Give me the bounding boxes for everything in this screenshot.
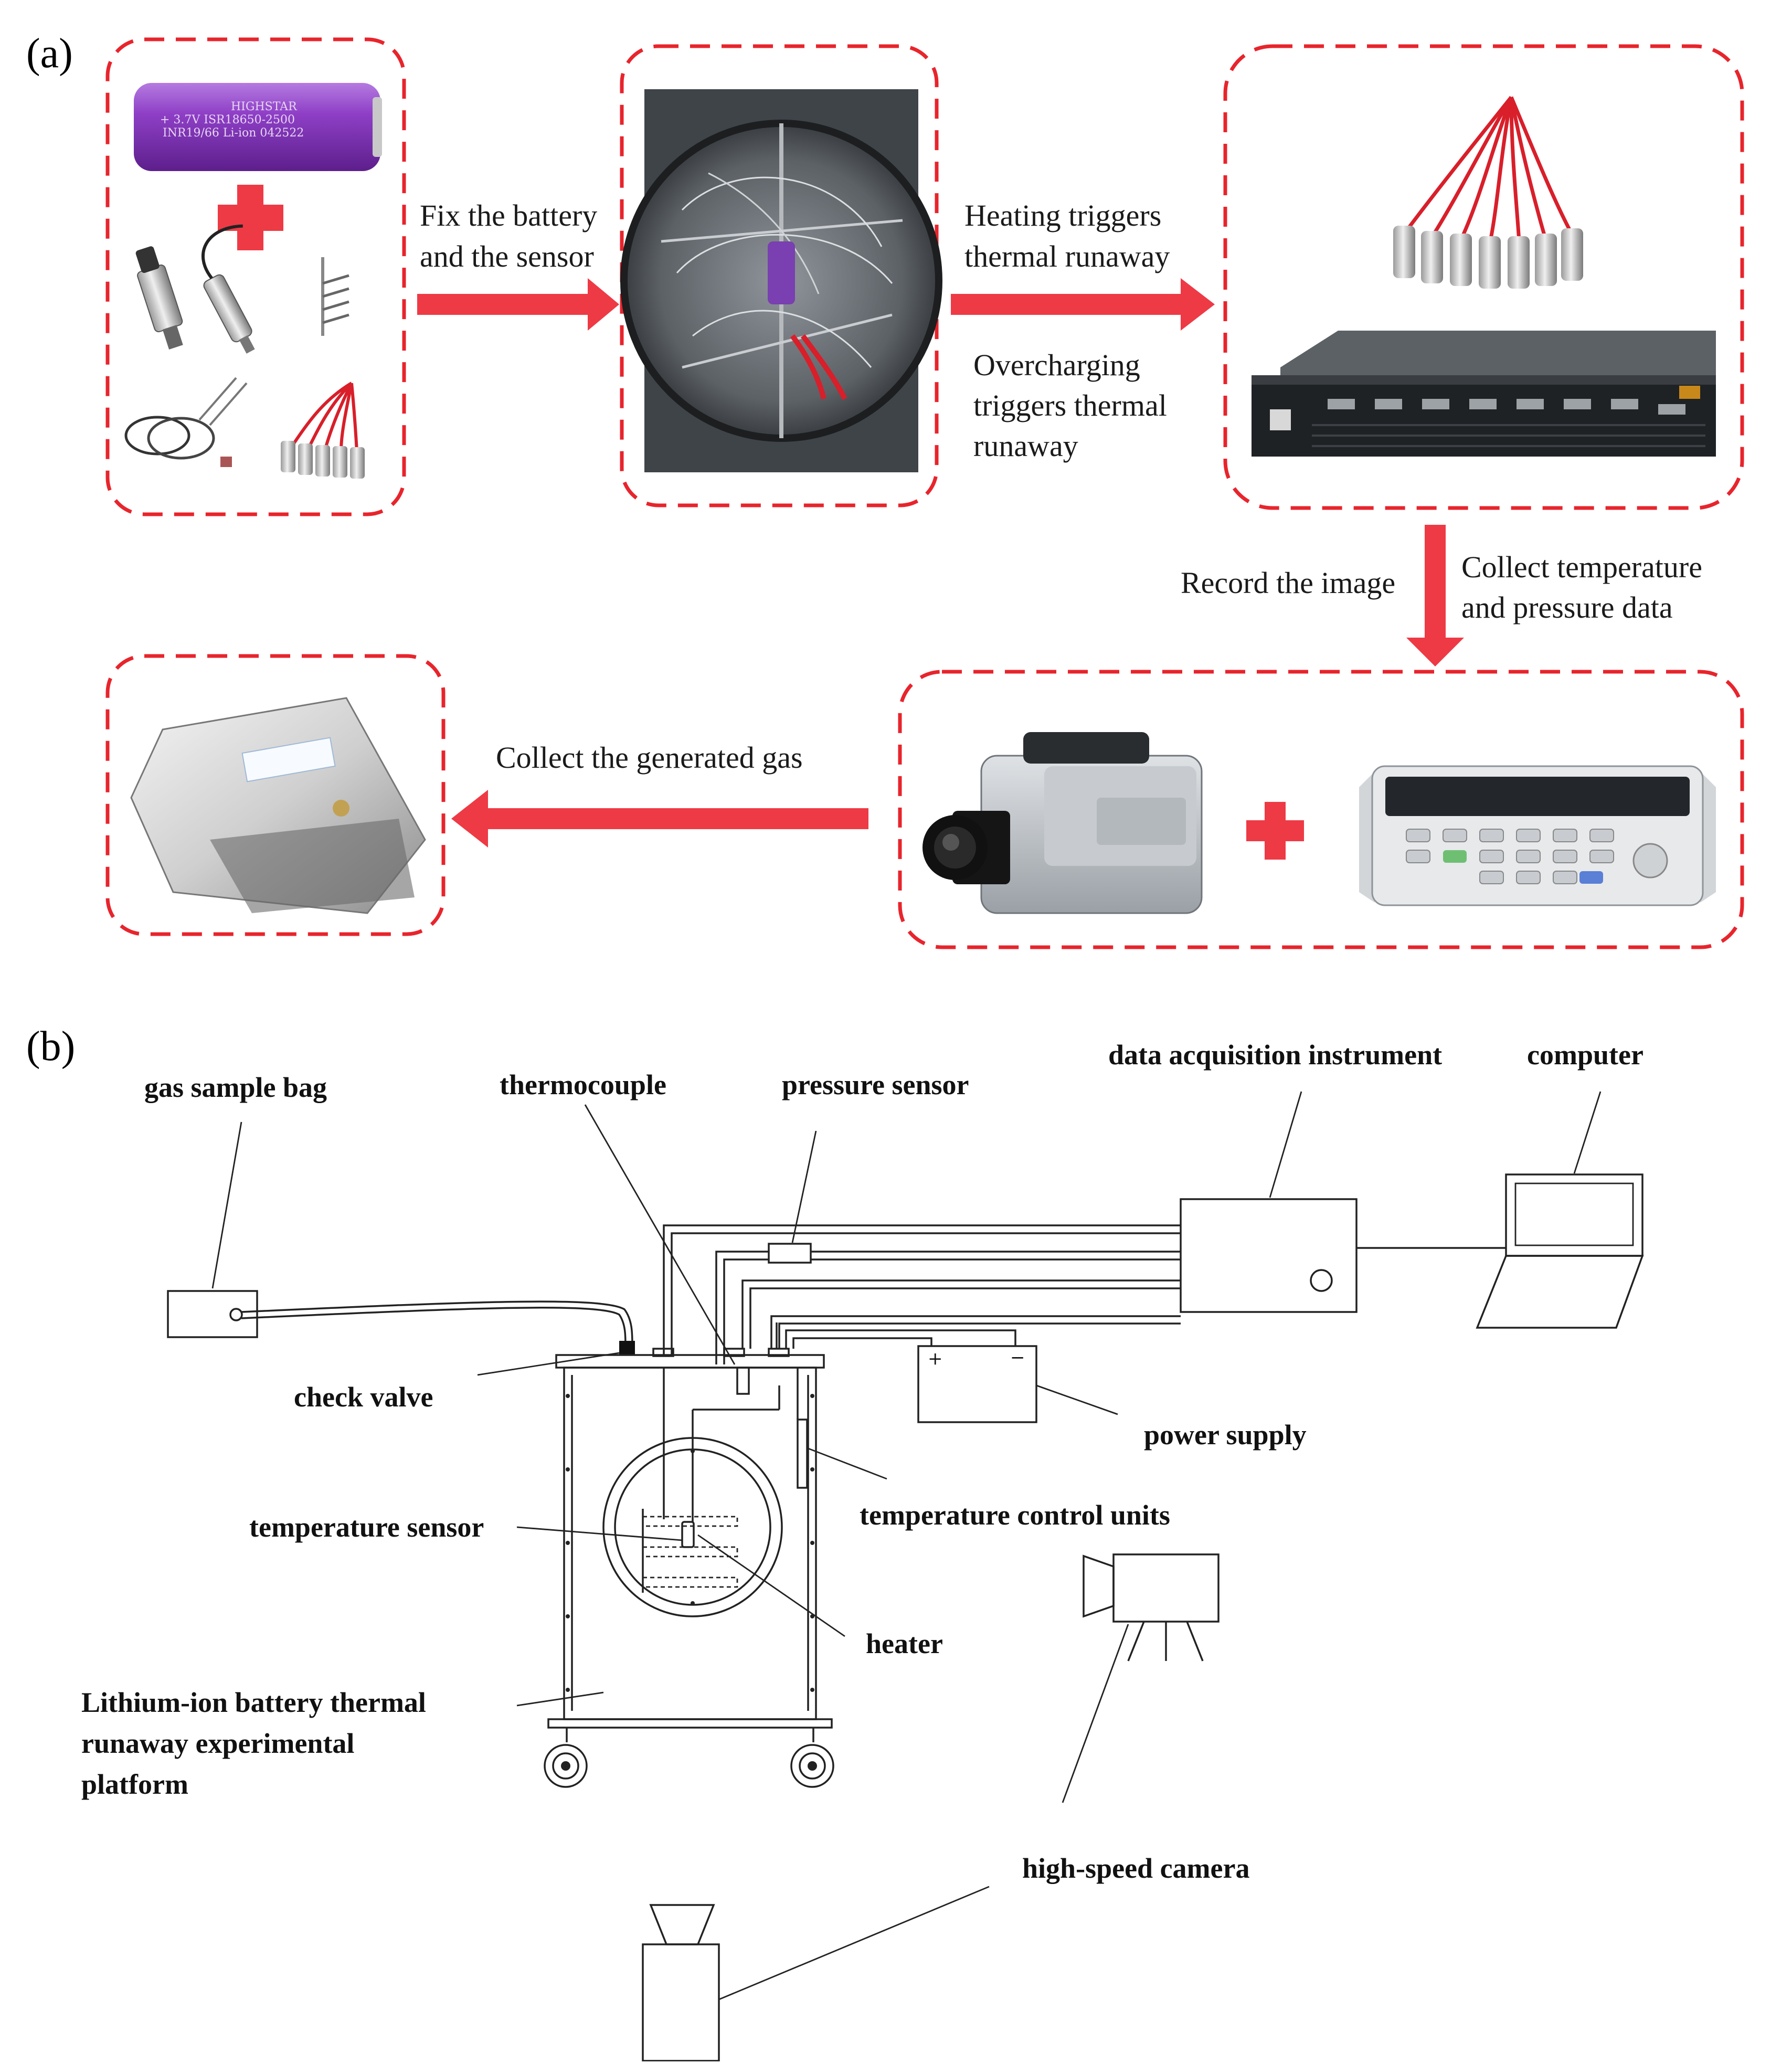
label-collect-data-2: and pressure data bbox=[1461, 590, 1673, 625]
label-overcharging-3: runaway bbox=[973, 429, 1078, 463]
gas-bag-box bbox=[167, 1290, 258, 1338]
label-overcharging-2: triggers thermal bbox=[973, 388, 1167, 422]
box-gas-bag bbox=[105, 654, 446, 936]
high-speed-camera-image bbox=[922, 732, 1203, 914]
label-pressure-sensor: pressure sensor bbox=[782, 1069, 969, 1100]
battery-cell bbox=[681, 1521, 695, 1548]
temperature-sensor-image bbox=[124, 377, 248, 467]
box-logger bbox=[1223, 44, 1744, 510]
label-fix-1: Fix the battery bbox=[420, 198, 597, 232]
power-supply-box bbox=[917, 1345, 1037, 1423]
probe-bundle-small bbox=[281, 382, 365, 479]
label-collect-data-1: Collect temperature bbox=[1461, 550, 1702, 584]
data-logger-image bbox=[1252, 331, 1716, 457]
arrow-heating bbox=[951, 278, 1215, 331]
gas-bag-image bbox=[130, 697, 426, 914]
battery-text-3: INR19/66 Li-ion 042522 bbox=[163, 126, 304, 140]
label-thermocouple: thermocouple bbox=[500, 1069, 666, 1100]
panel-a-letter: (a) bbox=[26, 30, 73, 77]
battery-image: HIGHSTAR + 3.7V ISR18650-2500 INR19/66 L… bbox=[134, 83, 382, 171]
label-power-supply: power supply bbox=[1144, 1419, 1307, 1451]
label-platform-1: Lithium-ion battery thermal bbox=[81, 1687, 426, 1718]
label-fix-2: and the sensor bbox=[420, 239, 594, 273]
power-minus: − bbox=[1010, 1347, 1025, 1368]
label-data-acquisition: data acquisition instrument bbox=[1108, 1039, 1442, 1071]
label-check-valve: check valve bbox=[294, 1381, 433, 1413]
label-temperature-sensor: temperature sensor bbox=[249, 1511, 484, 1543]
chamber-photo bbox=[620, 89, 942, 472]
arrow-down bbox=[1406, 525, 1464, 666]
box-materials bbox=[105, 37, 406, 516]
platform-body bbox=[563, 1367, 817, 1720]
label-gas-sample-bag: gas sample bag bbox=[144, 1072, 327, 1103]
battery-text-2: + 3.7V ISR18650-2500 bbox=[160, 113, 295, 126]
box-instruments bbox=[898, 670, 1744, 949]
wheel-right bbox=[790, 1744, 834, 1788]
label-platform-2: runaway experimental bbox=[81, 1728, 354, 1759]
daq-box bbox=[1180, 1198, 1358, 1313]
panel-b-letter: (b) bbox=[26, 1023, 75, 1070]
camera-body-2 bbox=[642, 1943, 720, 2062]
label-high-speed-camera: high-speed camera bbox=[1022, 1853, 1249, 1884]
label-platform-3: platform bbox=[81, 1769, 188, 1800]
label-temperature-control: temperature control units bbox=[860, 1499, 1170, 1531]
probe-bundle-large bbox=[1393, 96, 1583, 289]
camera-lens-2 bbox=[649, 1904, 715, 1945]
label-heating-2: thermal runaway bbox=[964, 239, 1170, 273]
thermocouple-image bbox=[321, 257, 349, 336]
computer-screen bbox=[1505, 1173, 1643, 1257]
label-heater: heater bbox=[866, 1628, 943, 1659]
schematic: + − bbox=[167, 1091, 1644, 2062]
label-collect-gas: Collect the generated gas bbox=[496, 740, 803, 775]
wheel-left bbox=[544, 1744, 588, 1788]
power-plus: + bbox=[928, 1348, 943, 1369]
label-heating-1: Heating triggers bbox=[964, 198, 1161, 232]
temperature-control-unit bbox=[797, 1419, 808, 1489]
multimeter-image bbox=[1359, 765, 1716, 906]
plus-icon bbox=[218, 185, 283, 250]
camera-body-1 bbox=[1112, 1553, 1220, 1623]
arrow-gas bbox=[451, 790, 868, 848]
label-computer: computer bbox=[1527, 1039, 1643, 1071]
battery-text-1: HIGHSTAR bbox=[231, 100, 298, 113]
pressure-sensor-image bbox=[135, 224, 255, 354]
label-record: Record the image bbox=[1181, 566, 1395, 600]
check-valve-icon bbox=[619, 1341, 635, 1356]
pressure-sensor-box bbox=[768, 1243, 812, 1264]
plus-icon bbox=[1246, 802, 1304, 860]
label-overcharging-1: Overcharging bbox=[973, 348, 1140, 382]
arrow-fix bbox=[417, 278, 619, 331]
